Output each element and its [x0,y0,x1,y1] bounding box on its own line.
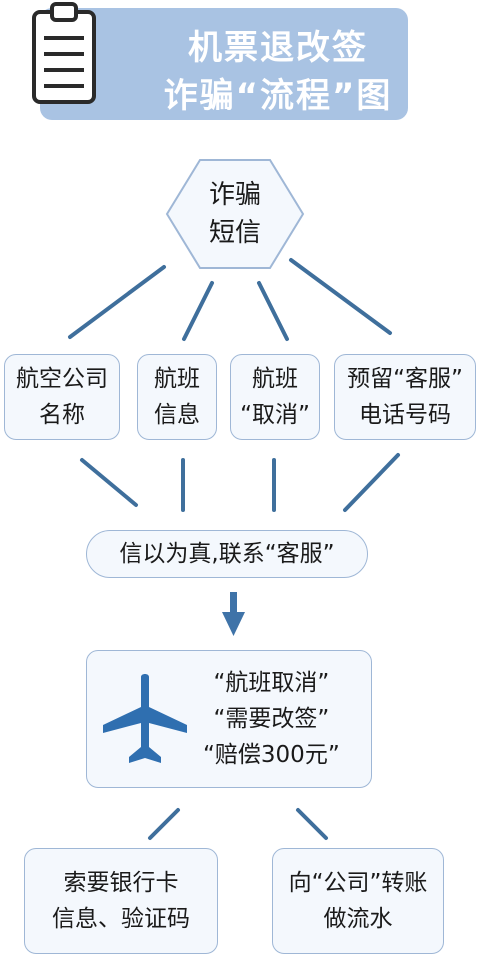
start-node-line-1: 诈骗 [208,180,261,210]
connector-scam-to-result2 [296,808,328,840]
belief-node-text: 信以为真,联系“客服” [119,541,335,567]
down-arrow-icon [222,592,245,636]
info-node-4-line-2: 电话号码 [359,402,451,428]
title-banner: 机票退改签 诈骗“流程”图 [40,8,408,120]
start-node-line-2: 短信 [208,218,261,248]
scam-line-flight-cancelled: “航班取消” [213,670,330,696]
airplane-icon [103,674,187,763]
info-node-airline-name: 航空公司 名称 [4,354,120,440]
info-node-flight-cancelled: 航班 “取消” [230,354,320,440]
title-line-1: 机票退改签 [188,28,368,68]
info-node-1-line-1: 航空公司 [16,366,108,392]
result-node-2-line-2: 做流水 [323,906,393,932]
belief-node-contact-service: 信以为真,联系“客服” [86,530,368,578]
clipboard-icon [32,2,96,104]
start-node-scam-sms: 诈骗 短信 [165,158,305,270]
connector-start-to-node4 [289,258,392,335]
info-node-2-line-1: 航班 [154,366,200,392]
scam-line-need-rebook: “需要改签” [213,706,330,732]
info-node-service-phone: 预留“客服” 电话号码 [334,354,476,440]
result-node-bank-card-info: 索要银行卡 信息、验证码 [24,848,218,954]
result-node-2-line-1: 向“公司”转账 [288,870,428,896]
result-node-1-line-2: 信息、验证码 [52,906,190,932]
info-node-4-line-1: 预留“客服” [347,366,463,392]
connector-node4-to-belief [343,453,400,512]
connector-node1-to-belief [80,458,138,507]
scam-line-compensation: “赔偿300元” [203,742,340,768]
info-node-3-line-1: 航班 [252,366,298,392]
info-node-flight-info: 航班 信息 [137,354,217,440]
connector-start-to-node1 [68,265,166,339]
info-node-2-line-2: 信息 [154,402,200,428]
connector-start-to-node3 [257,281,289,341]
info-node-1-line-2: 名称 [39,402,85,428]
info-node-3-line-2: “取消” [240,402,310,428]
title-line-2: 诈骗“流程”图 [163,76,393,116]
connector-start-to-node2 [182,281,214,341]
connector-scam-to-result1 [148,808,180,840]
hexagon-shape [165,159,305,269]
result-node-1-line-1: 索要银行卡 [63,870,179,896]
result-node-transfer-money: 向“公司”转账 做流水 [272,848,444,954]
scam-script-node: “航班取消” “需要改签” “赔偿300元” [86,650,372,788]
